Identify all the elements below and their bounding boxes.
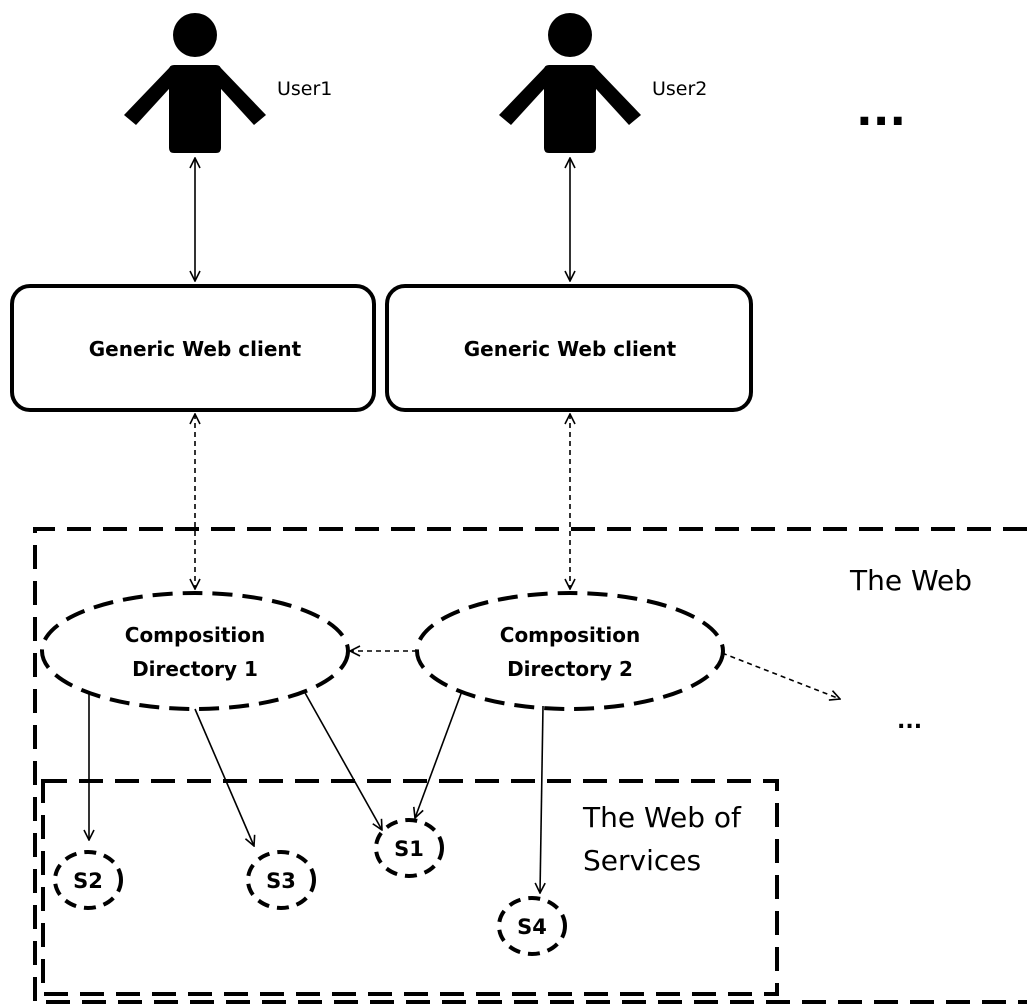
composition-directory-2-line2: Directory 2 (507, 657, 633, 681)
the-web-region (33, 527, 1027, 1004)
web-of-services-label-line2: Services (583, 844, 701, 877)
directory2-more-arrow (721, 652, 840, 699)
more-users-ellipsis: ... (856, 85, 906, 136)
generic-web-client-2 (385, 284, 753, 412)
generic-web-client-1 (10, 284, 376, 412)
composition-directory-2 (415, 591, 725, 711)
directory2-s1-arrow (415, 690, 463, 818)
web-of-services-region (41, 779, 779, 996)
service-s4-label: S4 (517, 915, 547, 939)
web-of-services-label-line1: The Web of (582, 801, 742, 834)
user1-icon (124, 13, 266, 153)
generic-web-client-1-label: Generic Web client (89, 337, 302, 361)
more-directories-ellipsis: ... (897, 709, 922, 734)
composition-directory-1-line1: Composition (125, 623, 265, 647)
the-web-label: The Web (849, 564, 972, 597)
service-s4 (497, 896, 567, 956)
service-s1 (374, 818, 444, 878)
service-s3 (246, 850, 316, 910)
composition-directory-2-line1: Composition (500, 623, 640, 647)
composition-directory-1 (40, 591, 350, 711)
generic-web-client-2-label: Generic Web client (464, 337, 677, 361)
directory1-s3-arrow (194, 708, 254, 846)
service-s2-label: S2 (73, 869, 103, 893)
user2-icon (499, 13, 641, 153)
user1-label: User1 (277, 78, 332, 100)
user2-label: User2 (652, 78, 707, 100)
service-s3-label: S3 (266, 869, 296, 893)
composition-directory-1-line2: Directory 1 (132, 657, 258, 681)
directory1-s1-arrow (303, 690, 382, 830)
service-s2 (53, 850, 123, 910)
directory2-s4-arrow (540, 705, 543, 893)
service-s1-label: S1 (394, 837, 424, 861)
